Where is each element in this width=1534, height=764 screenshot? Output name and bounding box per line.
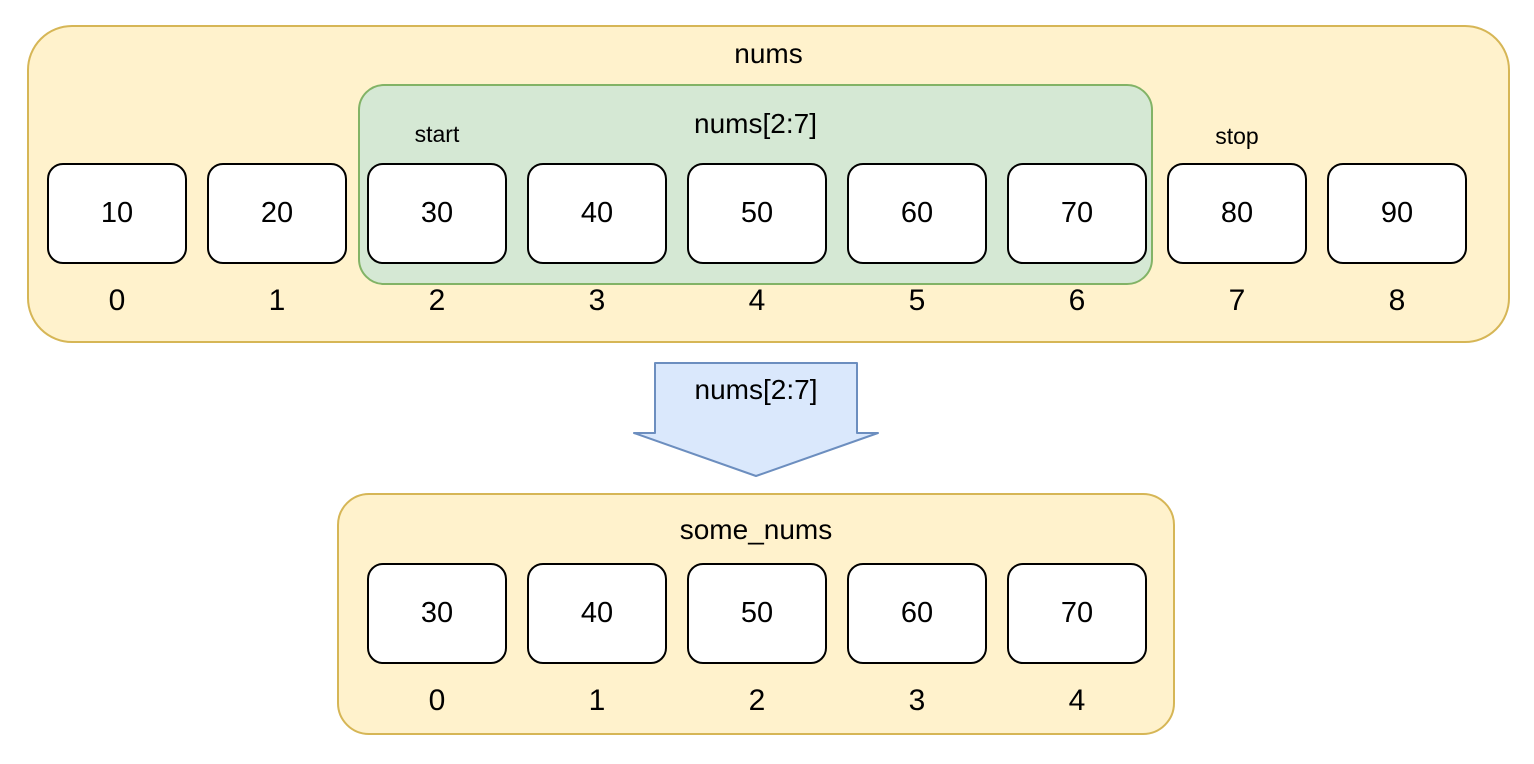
nums-index-8: 8 — [1388, 284, 1406, 317]
nums-index-7: 7 — [1228, 284, 1246, 317]
some-nums-value-2: 50 — [687, 563, 827, 664]
some-nums-value-3: 60 — [847, 563, 987, 664]
nums-value-5: 60 — [847, 163, 987, 264]
nums-cell-2: 30 2 — [367, 163, 507, 318]
nums-cell-4: 50 4 — [687, 163, 827, 318]
nums-value-0: 10 — [47, 163, 187, 264]
slice-region-label: nums[2:7] — [694, 108, 817, 139]
nums-value-4: 50 — [687, 163, 827, 264]
nums-cell-5: 60 5 — [847, 163, 987, 318]
some-nums-index-2: 2 — [748, 684, 766, 717]
nums-value-1: 20 — [207, 163, 347, 264]
down-arrow-label: nums[2:7] — [694, 374, 818, 405]
some-nums-array-label: some_nums — [679, 514, 833, 545]
some-nums-value-1: 40 — [527, 563, 667, 664]
some-nums-value-4: 70 — [1007, 563, 1147, 664]
down-arrow-icon — [633, 362, 879, 477]
some-nums-cell-1: 40 1 — [527, 563, 667, 718]
nums-cell-8: 90 8 — [1327, 163, 1467, 318]
some-nums-index-1: 1 — [588, 684, 606, 717]
some-nums-value-0: 30 — [367, 563, 507, 664]
nums-value-6: 70 — [1007, 163, 1147, 264]
nums-cell-0: 10 0 — [47, 163, 187, 318]
some-nums-cell-0: 30 0 — [367, 563, 507, 718]
nums-index-3: 3 — [588, 284, 606, 317]
nums-index-0: 0 — [108, 284, 126, 317]
some-nums-index-0: 0 — [428, 684, 446, 717]
nums-index-6: 6 — [1068, 284, 1086, 317]
some-nums-cell-4: 70 4 — [1007, 563, 1147, 718]
nums-index-2: 2 — [428, 284, 446, 317]
some-nums-index-3: 3 — [908, 684, 926, 717]
nums-index-5: 5 — [908, 284, 926, 317]
nums-value-7: 80 — [1167, 163, 1307, 264]
nums-cell-3: 40 3 — [527, 163, 667, 318]
slice-stop-label: stop — [1215, 123, 1259, 149]
nums-cell-1: 20 1 — [207, 163, 347, 318]
nums-value-2: 30 — [367, 163, 507, 264]
nums-cell-7: 80 7 — [1167, 163, 1307, 318]
nums-cell-6: 70 6 — [1007, 163, 1147, 318]
nums-value-8: 90 — [1327, 163, 1467, 264]
nums-index-4: 4 — [748, 284, 766, 317]
nums-index-1: 1 — [268, 284, 286, 317]
some-nums-cell-2: 50 2 — [687, 563, 827, 718]
some-nums-cell-3: 60 3 — [847, 563, 987, 718]
nums-array-label: nums — [734, 38, 803, 69]
some-nums-index-4: 4 — [1068, 684, 1086, 717]
nums-value-3: 40 — [527, 163, 667, 264]
slice-start-label: start — [414, 121, 460, 147]
